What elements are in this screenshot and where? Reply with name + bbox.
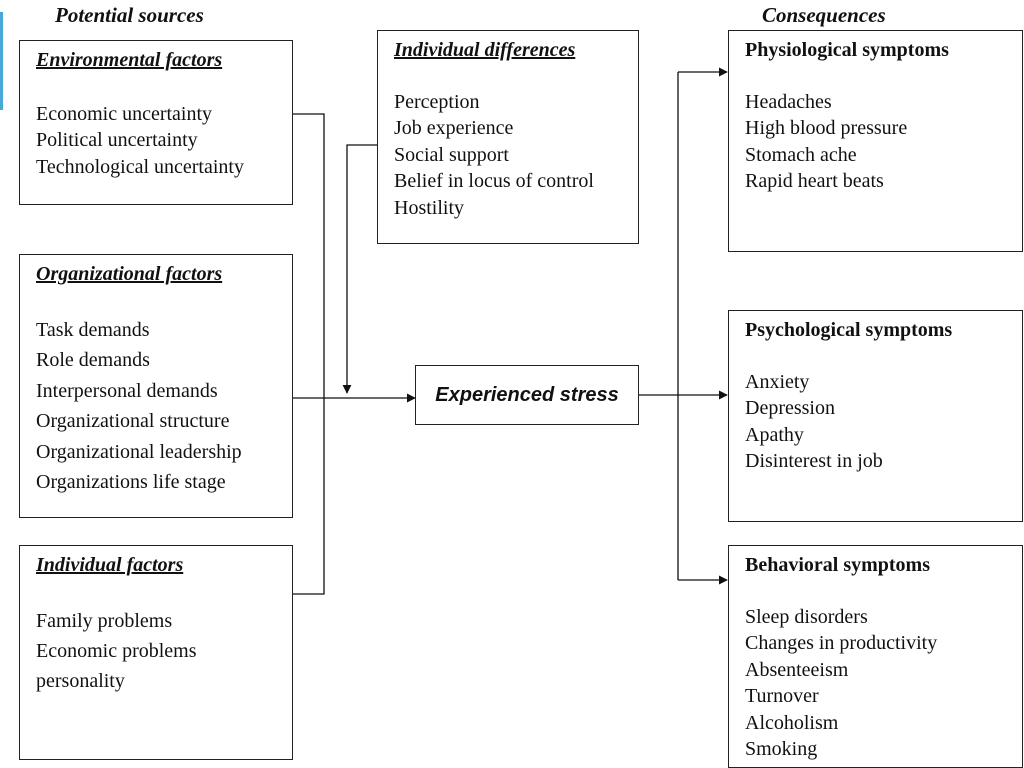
- consequences-heading: Consequences: [762, 3, 886, 27]
- list-item: High blood pressure: [745, 117, 908, 140]
- individual-factors-box: Individual factors Family problems Econo…: [19, 545, 293, 760]
- behavioral-symptoms-title: Behavioral symptoms: [745, 554, 930, 576]
- list-item: Interpersonal demands: [36, 379, 218, 402]
- list-item: Social support: [394, 143, 509, 166]
- list-item: Smoking: [745, 738, 818, 761]
- individual-factors-connector: [292, 398, 325, 595]
- list-item: Alcoholism: [745, 711, 839, 734]
- potential-sources-heading: Potential sources: [55, 3, 204, 27]
- environmental-factors-title: Environmental factors: [36, 49, 223, 71]
- list-item: Hostility: [394, 196, 465, 219]
- psychological-symptoms-title: Psychological symptoms: [745, 319, 953, 341]
- experienced-stress-box: Experienced stress: [415, 365, 639, 425]
- list-item: Job experience: [394, 117, 514, 140]
- list-item: Organizational structure: [36, 410, 230, 433]
- list-item: personality: [36, 670, 125, 692]
- list-item: Economic uncertainty: [36, 103, 213, 125]
- individual-differences-title: Individual differences: [394, 39, 576, 61]
- list-item: Stomach ache: [745, 143, 857, 166]
- list-item: Changes in productivity: [745, 632, 938, 655]
- list-item: Apathy: [745, 423, 804, 446]
- list-item: Task demands: [36, 319, 150, 341]
- list-item: Anxiety: [745, 371, 810, 393]
- environmental-connector: [292, 113, 325, 398]
- list-item: Belief in locus of control: [394, 170, 594, 193]
- list-item: Economic problems: [36, 640, 197, 662]
- list-item: Perception: [394, 91, 480, 113]
- psychological-symptoms-list: Anxiety Depression Apathy Disinterest in…: [745, 369, 883, 475]
- list-item: Disinterest in job: [745, 450, 883, 473]
- organizational-factors-box: Organizational factors Task demands Role…: [19, 254, 293, 518]
- organizational-factors-list: Task demands Role demands Interpersonal …: [36, 315, 242, 497]
- individual-factors-list: Family problems Economic problems person…: [36, 606, 197, 696]
- physiological-symptoms-list: Headaches High blood pressure Stomach ac…: [745, 89, 907, 195]
- psychological-symptoms-box: Psychological symptoms Anxiety Depressio…: [728, 310, 1023, 522]
- environmental-factors-list: Economic uncertainty Political uncertain…: [36, 101, 244, 180]
- individual-differences-arrow: [342, 144, 377, 394]
- list-item: Rapid heart beats: [745, 170, 884, 193]
- list-item: Technological uncertainty: [36, 155, 244, 178]
- organizational-factors-title: Organizational factors: [36, 263, 223, 285]
- behavioral-symptoms-box: Behavioral symptoms Sleep disorders Chan…: [728, 545, 1023, 768]
- experienced-stress-label: Experienced stress: [435, 383, 619, 406]
- list-item: Organizational leadership: [36, 440, 242, 463]
- list-item: Family problems: [36, 610, 173, 632]
- individual-differences-list: Perception Job experience Social support…: [394, 89, 594, 221]
- physiological-symptoms-title: Physiological symptoms: [745, 39, 949, 61]
- individual-factors-title: Individual factors: [36, 554, 184, 576]
- list-item: Turnover: [745, 685, 819, 708]
- behavioral-symptoms-list: Sleep disorders Changes in productivity …: [745, 604, 937, 762]
- individual-differences-box: Individual differences Perception Job ex…: [377, 30, 639, 244]
- list-item: Depression: [745, 397, 835, 420]
- list-item: Sleep disorders: [745, 606, 868, 628]
- list-item: Political uncertainty: [36, 129, 198, 152]
- list-item: Headaches: [745, 91, 832, 113]
- physiological-symptoms-box: Physiological symptoms Headaches High bl…: [728, 30, 1023, 252]
- list-item: Absenteeism: [745, 658, 849, 681]
- list-item: Role demands: [36, 349, 150, 372]
- environmental-factors-box: Environmental factors Economic uncertain…: [19, 40, 293, 205]
- edge-accent-bar: [0, 12, 3, 110]
- list-item: Organizations life stage: [36, 471, 226, 494]
